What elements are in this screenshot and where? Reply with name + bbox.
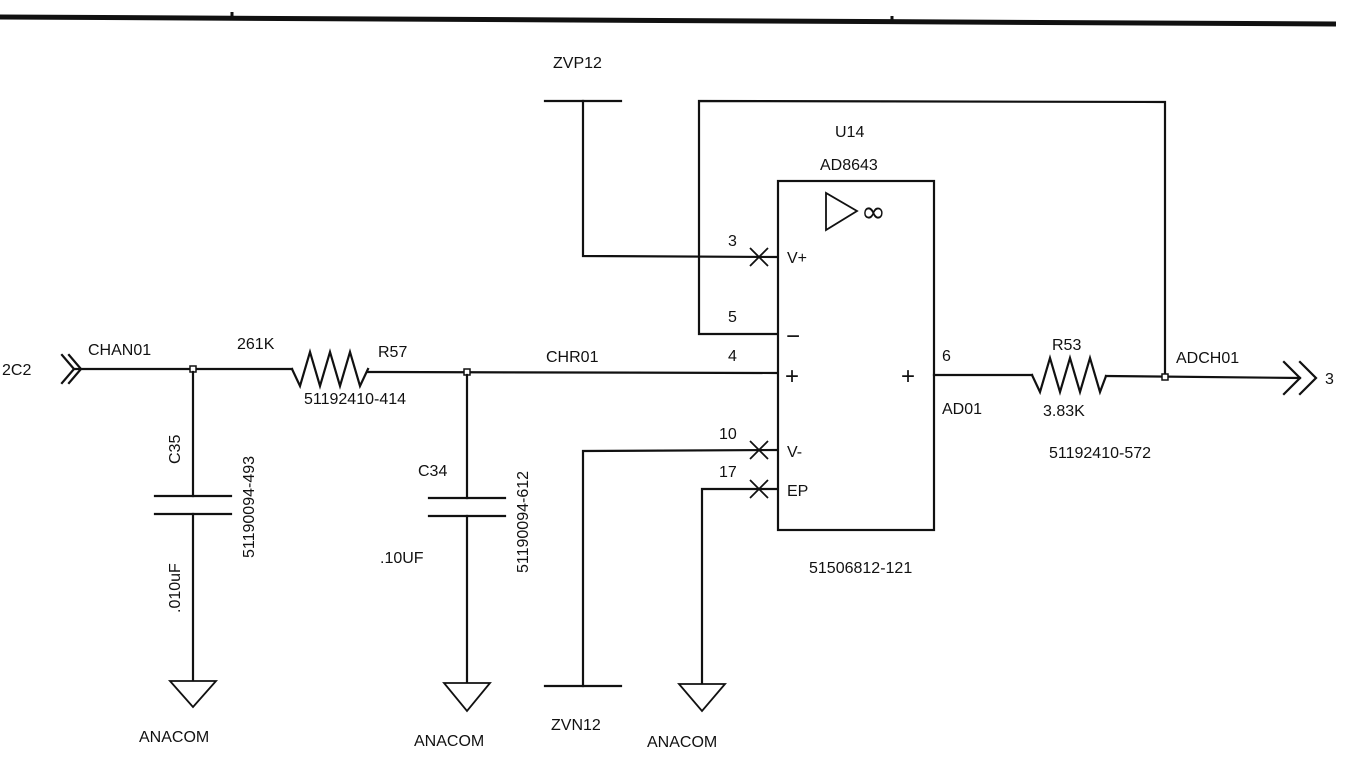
resistor-r53 xyxy=(1030,354,1108,396)
r57-value: 261K xyxy=(237,336,275,353)
u14-value: AD8643 xyxy=(820,157,878,174)
c34-ref: C34 xyxy=(418,463,447,480)
pin-name-noninverting: + xyxy=(785,363,799,390)
output-net-label: ADCH01 xyxy=(1176,350,1239,367)
pin-number-vminus: 10 xyxy=(719,426,737,443)
input-net-label: CHAN01 xyxy=(88,342,151,359)
pin-number-inverting: 5 xyxy=(728,309,737,326)
positive-supply-label: ZVP12 xyxy=(553,55,602,72)
u14-part: 51506812-121 xyxy=(809,560,912,577)
ground-label: ANACOM xyxy=(647,734,717,751)
capacitor-c35 xyxy=(153,370,233,682)
negative-supply-wire xyxy=(543,448,780,688)
feedback-wire xyxy=(697,99,1167,378)
output-port-label: 3 xyxy=(1325,371,1334,388)
output-port-connector xyxy=(1282,360,1318,396)
capacitor-c34 xyxy=(427,373,507,684)
top-border xyxy=(0,12,1337,27)
pin-x-marker xyxy=(749,247,769,267)
pin-number-ep: 17 xyxy=(719,464,737,481)
ground-symbol xyxy=(442,682,492,713)
ground-label: ANACOM xyxy=(139,729,209,746)
positive-supply-wire xyxy=(543,99,780,259)
filtered-net-label: CHR01 xyxy=(546,349,599,366)
pin-number-output: 6 xyxy=(942,348,951,365)
pin-number-vplus: 3 xyxy=(728,233,737,250)
opamp-u14 xyxy=(776,179,936,532)
negative-supply-label: ZVN12 xyxy=(551,717,601,734)
c35-ref: C35 xyxy=(167,435,184,464)
amp-output-label: AD01 xyxy=(942,401,982,418)
output-net-wire xyxy=(1104,374,1302,380)
resistor-r57 xyxy=(290,348,370,390)
c34-value: .10UF xyxy=(380,550,424,567)
input-port-label: 2C2 xyxy=(2,362,31,379)
ground-symbol xyxy=(677,683,727,713)
r53-ref: R53 xyxy=(1052,337,1081,354)
pin-x-marker xyxy=(749,440,769,460)
amplifier-symbol: ∞ xyxy=(861,195,886,230)
junction-node xyxy=(1161,373,1169,381)
ep-ground-wire xyxy=(700,487,780,686)
r57-ref: R57 xyxy=(378,344,407,361)
r53-part: 51192410-572 xyxy=(1049,445,1151,462)
pin-name-inverting: − xyxy=(786,323,800,350)
r53-value: 3.83K xyxy=(1043,403,1085,420)
ground-symbol xyxy=(168,680,218,709)
r57-part: 51192410-414 xyxy=(304,391,406,408)
ground-label: ANACOM xyxy=(414,733,484,750)
c34-part: 51190094-612 xyxy=(515,471,532,573)
u14-ref: U14 xyxy=(835,124,864,141)
c35-value: .010uF xyxy=(167,563,184,613)
pin-number-noninverting: 4 xyxy=(728,348,737,365)
filtered-net-wire xyxy=(366,370,780,375)
pin-name-ep: EP xyxy=(787,483,808,500)
pin-name-output: + xyxy=(901,363,915,390)
pin-name-vminus: V- xyxy=(787,444,802,461)
c35-part: 51190094-493 xyxy=(241,456,258,558)
pin-name-vplus: V+ xyxy=(787,250,807,267)
pin-x-marker xyxy=(749,479,769,499)
